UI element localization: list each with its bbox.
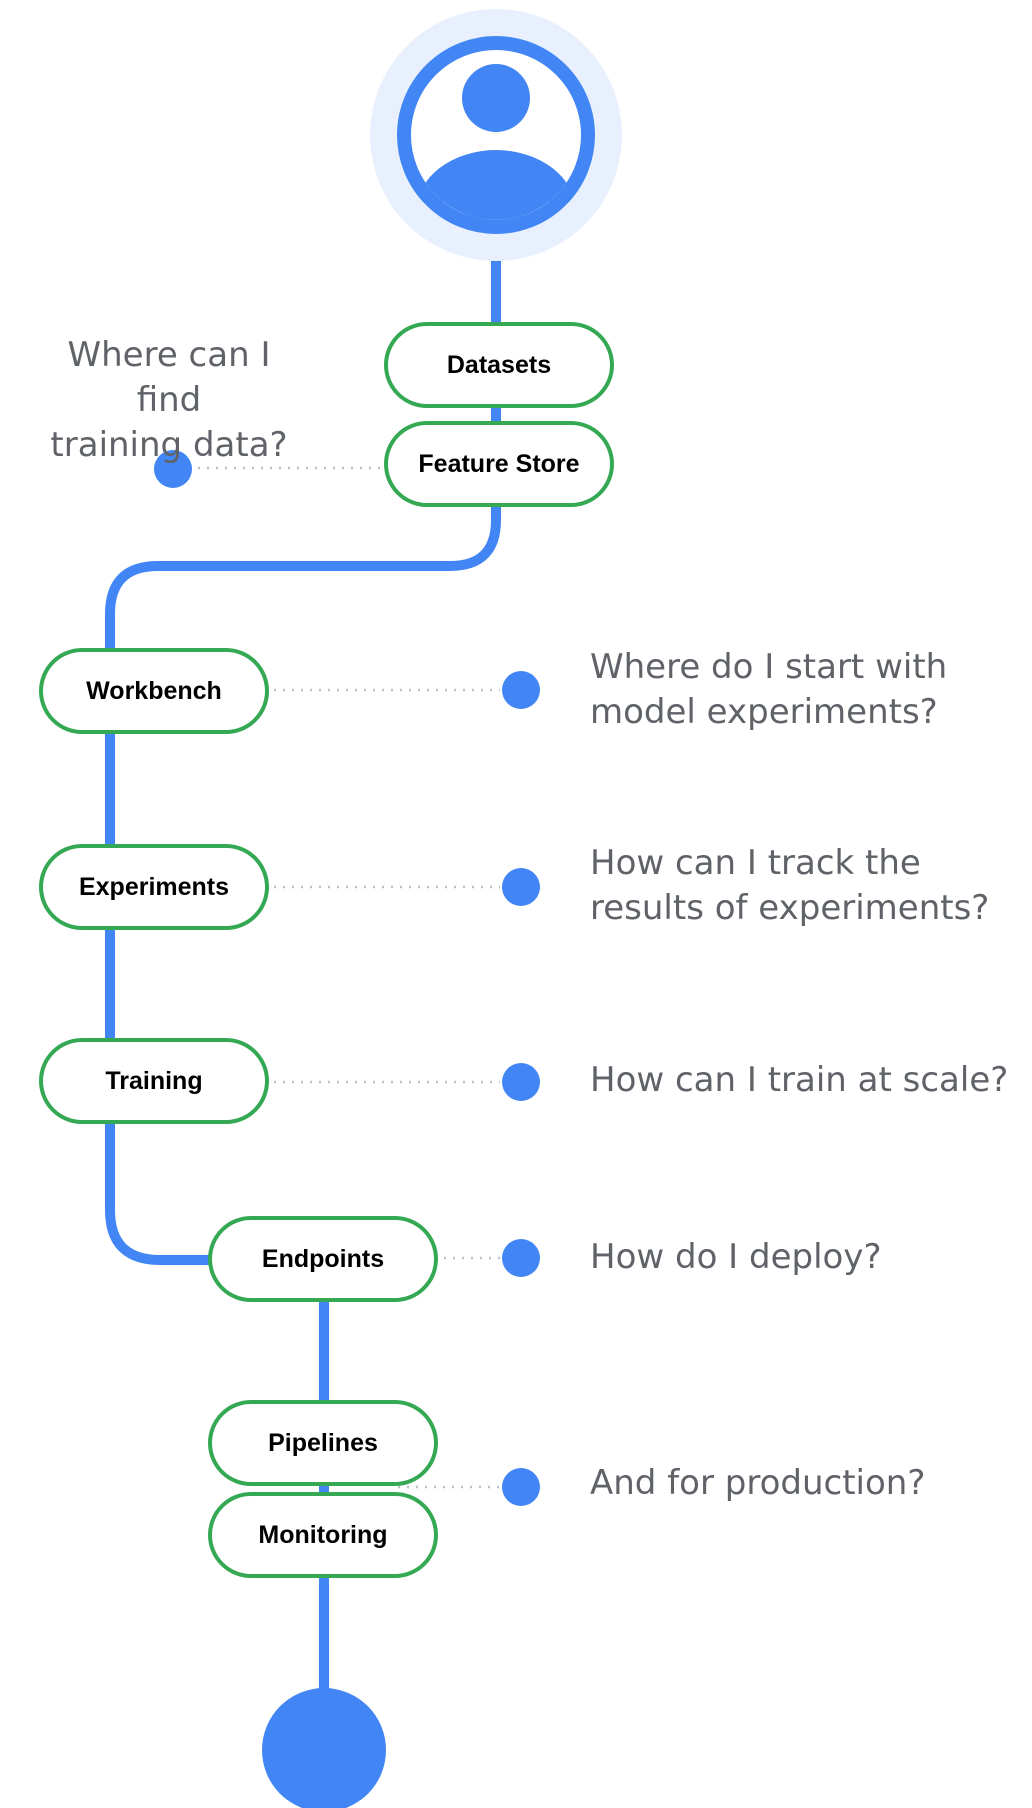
question-training-data: Where can I find training data? <box>50 335 288 465</box>
question-deploy: How do I deploy? <box>590 1237 882 1277</box>
connector-workbench <box>274 671 540 709</box>
connector-experiments <box>274 868 540 906</box>
question-model-experiments: Where do I start with model experiments? <box>590 647 948 732</box>
connector-endpoints <box>444 1239 540 1277</box>
node-pipelines[interactable]: Pipelines <box>208 1400 438 1486</box>
node-workbench[interactable]: Workbench <box>39 648 269 734</box>
question-train-at-scale: How can I train at scale? <box>590 1060 1009 1100</box>
connector-training <box>274 1063 540 1101</box>
node-monitoring[interactable]: Monitoring <box>208 1492 438 1578</box>
node-experiments[interactable]: Experiments <box>39 844 269 930</box>
node-training[interactable]: Training <box>39 1038 269 1124</box>
end-circle-icon <box>262 1688 386 1808</box>
question-track-results: How can I track the results of experimen… <box>590 843 990 928</box>
connector-feature-store <box>154 450 384 488</box>
user-avatar-icon <box>370 9 622 261</box>
node-feature-store[interactable]: Feature Store <box>384 421 614 507</box>
node-datasets[interactable]: Datasets <box>384 322 614 408</box>
workflow-path <box>105 260 501 1710</box>
node-endpoints[interactable]: Endpoints <box>208 1216 438 1302</box>
connector-production <box>398 1468 540 1506</box>
question-production: And for production? <box>590 1463 926 1503</box>
